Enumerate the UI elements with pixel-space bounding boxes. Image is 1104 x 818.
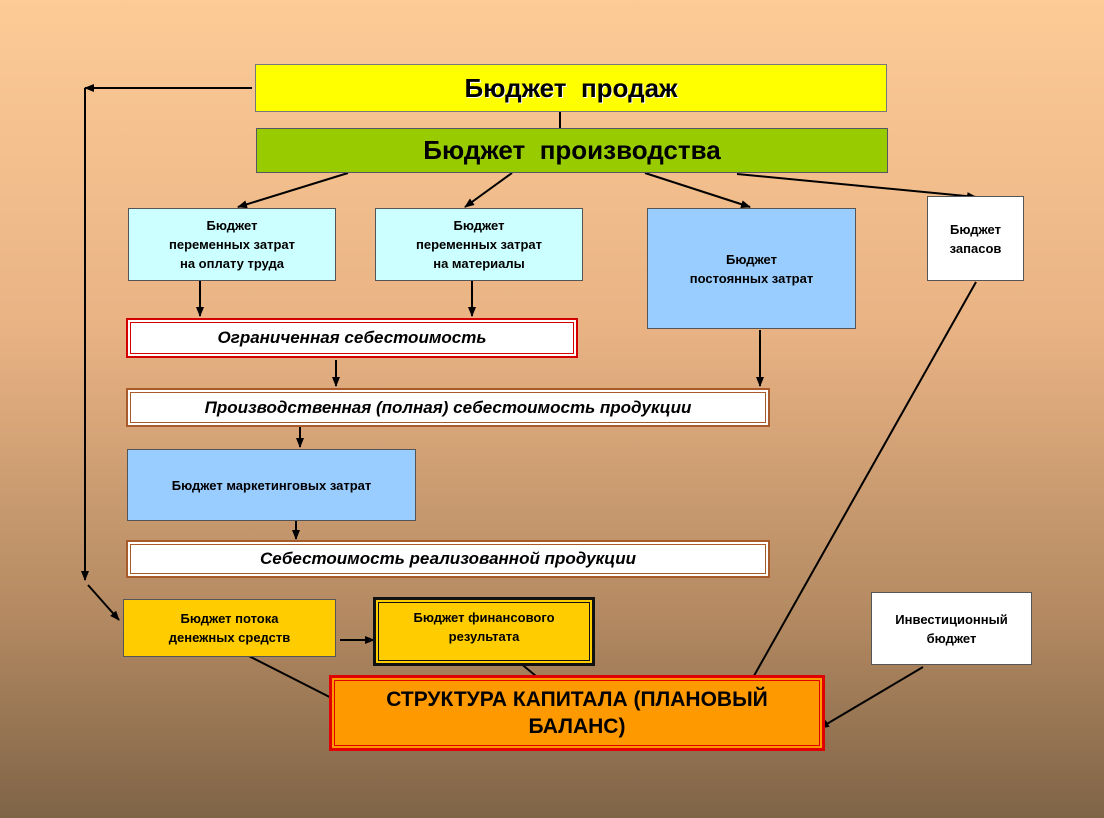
production-cost-label: Производственная (полная) себестоимость …	[204, 397, 692, 417]
arrow-inventory-to-capital	[745, 281, 977, 691]
financial-result-box: Бюджет финансового результата	[373, 597, 595, 666]
cash-flow-box: Бюджет потока денежных средств	[123, 599, 336, 657]
financial-result-label: Бюджет финансового результата	[413, 610, 555, 644]
arrow-prod-to-fixed	[644, 172, 751, 209]
marketing-box: Бюджет маркетинговых затрат	[127, 449, 416, 521]
material-costs-label: Бюджет переменных затрат на материалы	[415, 218, 542, 271]
labor-costs-box: Бюджет переменных затрат на оплату труда	[128, 208, 336, 281]
limited-cost-label: Ограниченная себестоимость	[217, 328, 487, 347]
fixed-costs-label: Бюджет постоянных затрат	[689, 251, 814, 286]
arrow-investment-to-capital	[819, 666, 924, 729]
arrow-prod-to-labor	[237, 172, 349, 209]
production-budget-label: Бюджет производства	[423, 135, 721, 165]
marketing-label: Бюджет маркетинговых затрат	[171, 477, 372, 493]
capital-structure-label: СТРУКТУРА КАПИТАЛА (ПЛАНОВЫЙ БАЛАНС)	[386, 688, 768, 738]
inventory-label: Бюджет запасов	[949, 221, 1002, 256]
material-costs-box: Бюджет переменных затрат на материалы	[375, 208, 583, 281]
limited-cost-box: Ограниченная себестоимость	[126, 318, 578, 358]
sales-budget-box: Бюджет продаж	[255, 64, 887, 112]
cost-of-sales-box: Себестоимость реализованной продукции	[126, 540, 770, 578]
cost-of-sales-label: Себестоимость реализованной продукции	[259, 549, 637, 568]
sales-budget-label: Бюджет продаж	[464, 72, 678, 103]
capital-structure-box: СТРУКТУРА КАПИТАЛА (ПЛАНОВЫЙ БАЛАНС)	[329, 675, 825, 751]
production-budget-box: Бюджет производства	[256, 128, 888, 173]
arrow-prod-to-material	[464, 172, 513, 208]
production-cost-box: Производственная (полная) себестоимость …	[126, 388, 770, 427]
fixed-costs-box: Бюджет постоянных затрат	[647, 208, 856, 329]
investment-box: Инвестиционный бюджет	[871, 592, 1032, 665]
arrow-prod-to-inventory	[736, 173, 977, 201]
arrow-rail-to-cashflow	[87, 584, 120, 621]
labor-costs-label: Бюджет переменных затрат на оплату труда	[168, 218, 295, 271]
inventory-box: Бюджет запасов	[927, 196, 1024, 281]
investment-label: Инвестиционный бюджет	[895, 611, 1008, 646]
cash-flow-label: Бюджет потока денежных средств	[168, 611, 291, 645]
